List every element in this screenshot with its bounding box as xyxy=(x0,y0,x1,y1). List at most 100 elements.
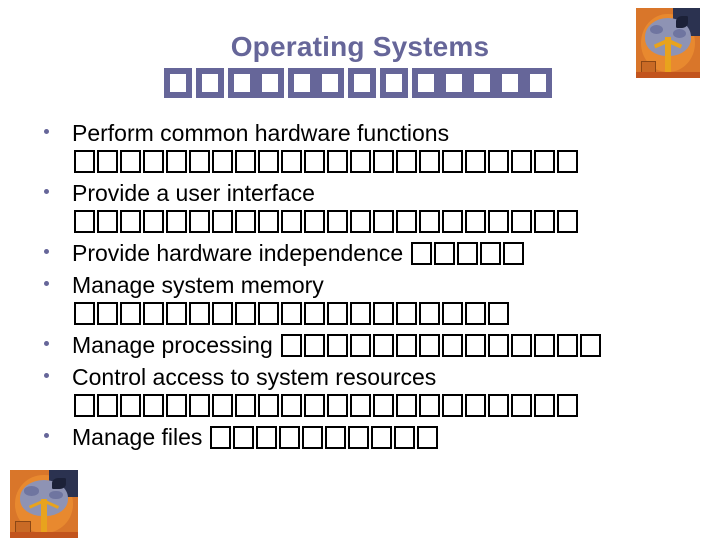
missing-glyph-box xyxy=(465,210,486,233)
missing-glyph-box xyxy=(327,302,348,325)
missing-glyph-box xyxy=(97,150,118,173)
missing-glyph-box xyxy=(258,302,279,325)
missing-glyph-box xyxy=(457,241,479,265)
missing-glyph-box xyxy=(350,302,371,325)
missing-glyph-box xyxy=(258,210,279,233)
list-item[interactable]: Manage processing xyxy=(40,330,720,360)
missing-glyph-box xyxy=(441,333,463,357)
missing-glyph-box xyxy=(503,241,525,265)
missing-glyph-box xyxy=(327,150,348,173)
missing-glyph-box xyxy=(256,425,278,449)
missing-glyph-box xyxy=(396,150,417,173)
list-item-label: Provide hardware independence xyxy=(72,240,404,266)
missing-glyph-box xyxy=(166,150,187,173)
artwork-ground-shape xyxy=(10,531,78,538)
list-item-continuation xyxy=(40,210,720,236)
missing-glyph-box xyxy=(442,150,463,173)
missing-glyph-box xyxy=(304,150,325,173)
tree-artwork-top-right xyxy=(636,8,700,78)
missing-glyph-box xyxy=(350,150,371,173)
missing-glyph-box xyxy=(419,150,440,173)
missing-glyph-box xyxy=(281,210,302,233)
missing-glyph-box xyxy=(327,394,348,417)
missing-glyph-box xyxy=(434,241,456,265)
list-item[interactable]: Manage files xyxy=(40,422,720,452)
missing-glyph-box xyxy=(419,302,440,325)
missing-glyph-box xyxy=(380,68,408,98)
missing-glyph-box xyxy=(412,68,440,98)
missing-glyph-box xyxy=(304,394,325,417)
missing-glyph-box xyxy=(235,150,256,173)
list-item[interactable]: Control access to system resources xyxy=(40,362,720,392)
missing-glyph-box xyxy=(468,68,496,98)
missing-glyph-box xyxy=(258,150,279,173)
missing-glyph-box xyxy=(316,68,344,98)
missing-glyph-box xyxy=(373,210,394,233)
missing-glyph-box xyxy=(557,394,578,417)
tree-artwork-bottom-left xyxy=(10,470,78,538)
list-item[interactable]: Manage system memory xyxy=(40,270,720,300)
missing-glyph-box xyxy=(442,394,463,417)
missing-glyph-box xyxy=(464,333,486,357)
missing-glyph-box xyxy=(511,210,532,233)
missing-glyph-box xyxy=(235,394,256,417)
missing-glyph-box xyxy=(97,210,118,233)
missing-glyph-box xyxy=(373,150,394,173)
missing-glyph-box xyxy=(394,425,416,449)
list-item-continuation xyxy=(40,394,720,420)
missing-glyph-box xyxy=(233,425,255,449)
missing-glyph-box xyxy=(440,68,468,98)
missing-glyph-box xyxy=(74,394,95,417)
missing-glyph-box xyxy=(279,425,301,449)
missing-glyph-box xyxy=(143,394,164,417)
missing-glyph-box xyxy=(235,302,256,325)
missing-glyph-box xyxy=(348,68,376,98)
missing-glyph-box xyxy=(212,302,233,325)
title-missing-glyph-row xyxy=(0,68,720,98)
artwork-trunk-shape xyxy=(41,498,48,534)
bullet-dot-icon xyxy=(44,341,49,346)
missing-glyph-box xyxy=(166,210,187,233)
list-item-label: Perform common hardware functions xyxy=(72,120,450,146)
list-item[interactable]: Provide a user interface xyxy=(40,178,720,208)
missing-glyph-box xyxy=(373,302,394,325)
missing-glyph-box xyxy=(442,210,463,233)
missing-glyph-box xyxy=(487,333,509,357)
missing-glyph-box xyxy=(417,425,439,449)
bullet-dot-icon xyxy=(44,249,49,254)
missing-glyph-box xyxy=(419,394,440,417)
missing-glyph-box xyxy=(348,425,370,449)
missing-glyph-run xyxy=(280,333,603,357)
missing-glyph-box xyxy=(533,333,555,357)
missing-glyph-box xyxy=(442,302,463,325)
missing-glyph-box xyxy=(350,210,371,233)
missing-glyph-box xyxy=(281,302,302,325)
list-item-label: Control access to system resources xyxy=(72,364,437,390)
missing-glyph-box xyxy=(511,394,532,417)
missing-glyph-box xyxy=(303,333,325,357)
missing-glyph-box xyxy=(281,150,302,173)
missing-glyph-box xyxy=(212,150,233,173)
missing-glyph-box xyxy=(488,302,509,325)
missing-glyph-box xyxy=(74,210,95,233)
list-item[interactable]: Provide hardware independence xyxy=(40,238,720,268)
missing-glyph-box xyxy=(189,302,210,325)
missing-glyph-box xyxy=(97,302,118,325)
missing-glyph-box xyxy=(496,68,524,98)
missing-glyph-box xyxy=(166,394,187,417)
artwork-bird-shape xyxy=(675,16,689,28)
missing-glyph-box xyxy=(212,210,233,233)
missing-glyph-box xyxy=(304,302,325,325)
bullet-dot-icon xyxy=(44,373,49,378)
missing-glyph-run xyxy=(411,241,526,265)
missing-glyph-box xyxy=(288,68,316,98)
missing-glyph-box xyxy=(120,150,141,173)
missing-glyph-run xyxy=(74,302,511,325)
missing-glyph-box xyxy=(534,394,555,417)
missing-glyph-box xyxy=(480,241,502,265)
list-item[interactable]: Perform common hardware functions xyxy=(40,118,720,148)
missing-glyph-box xyxy=(256,68,284,98)
missing-glyph-box xyxy=(411,241,433,265)
missing-glyph-box xyxy=(74,150,95,173)
missing-glyph-box xyxy=(235,210,256,233)
